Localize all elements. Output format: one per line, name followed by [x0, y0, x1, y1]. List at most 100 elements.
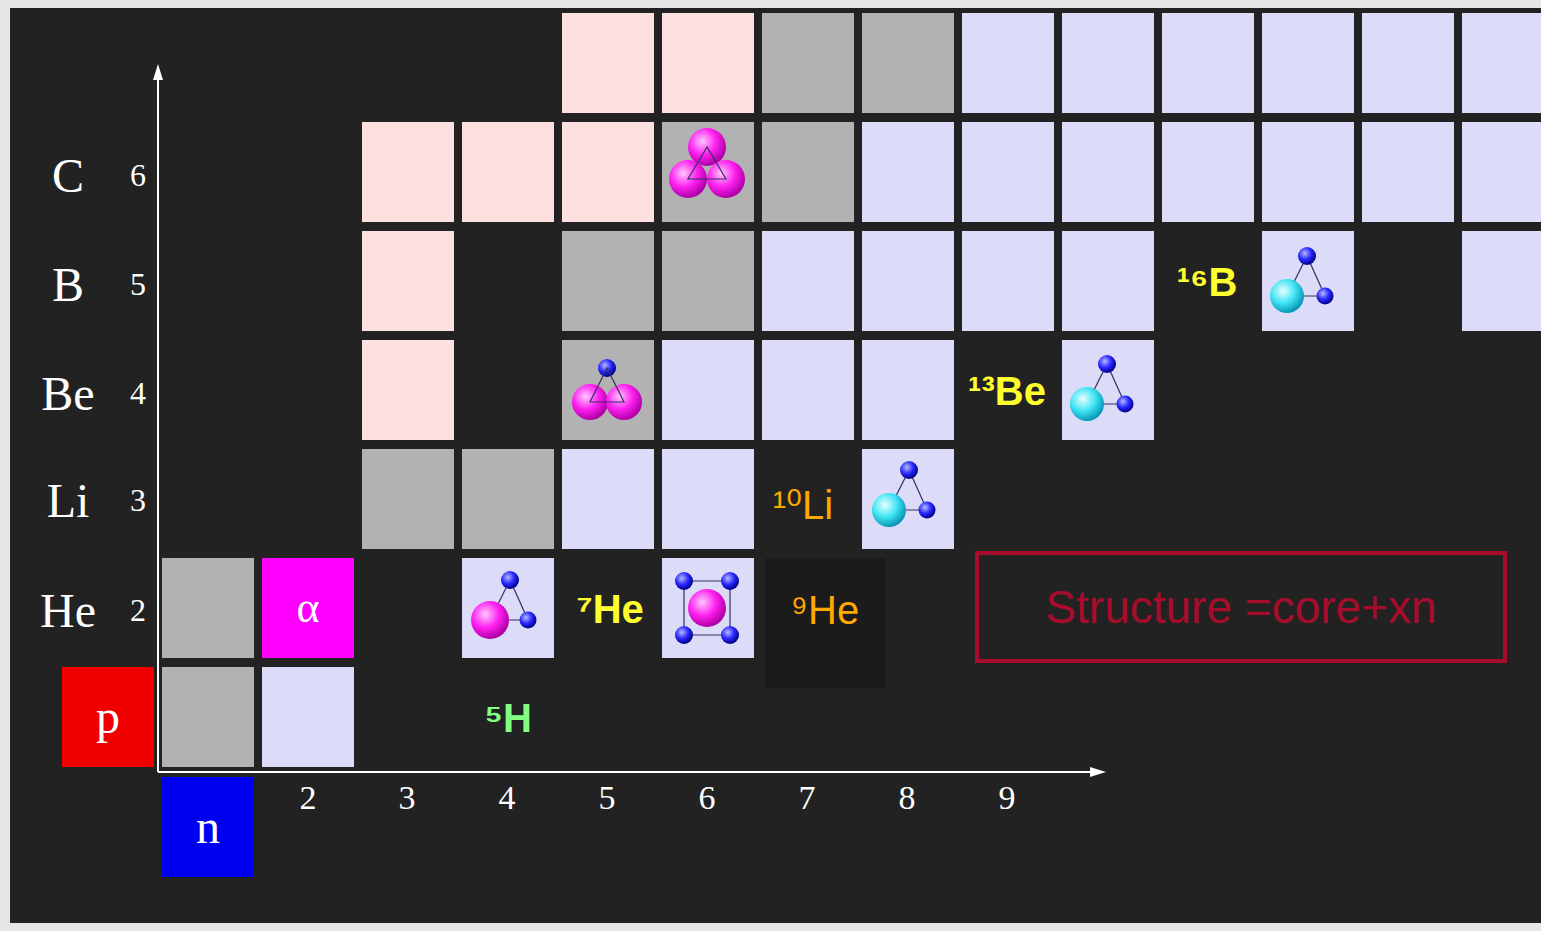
nuclide-cell	[862, 449, 954, 549]
cluster-figure	[1270, 247, 1334, 313]
nuclide-cell	[1062, 13, 1154, 113]
cluster-figure	[572, 359, 642, 420]
n-axis	[158, 771, 1092, 773]
neutron-ball	[1298, 247, 1316, 265]
z-axis	[157, 76, 159, 772]
nuclide-cell	[862, 13, 954, 113]
nuclide-cell	[762, 13, 854, 113]
neutron-number: 8	[899, 779, 916, 817]
cluster-figure	[675, 572, 739, 644]
nuclide-cell	[262, 667, 354, 767]
neutron-ball	[900, 461, 918, 479]
neutron-number: 5	[599, 779, 616, 817]
nuclide-cell	[562, 13, 654, 113]
element-symbol: Be	[41, 366, 94, 421]
nuclide-cell	[1462, 13, 1541, 113]
axes	[153, 64, 1106, 777]
neutron-cell: n	[162, 777, 254, 877]
node-text: p	[96, 691, 120, 744]
node-text: ⁹He	[791, 588, 859, 632]
nuclide-cell	[662, 231, 754, 331]
axis-arrowhead	[1090, 767, 1106, 777]
core-ball	[872, 493, 906, 527]
neutron-ball	[501, 571, 519, 589]
nuclide-cell	[1362, 122, 1454, 222]
node-text: n	[196, 801, 220, 854]
element-symbol: C	[52, 148, 84, 203]
alpha-ball	[688, 589, 726, 627]
neutron-number: 6	[699, 779, 716, 817]
cluster-figure	[872, 461, 936, 527]
nuclide-cell	[462, 558, 554, 658]
neutron-ball	[520, 612, 537, 629]
nuclide-cell	[862, 231, 954, 331]
proton-number: 6	[130, 157, 146, 194]
alpha-cell: α	[262, 558, 354, 658]
nuclide-cell	[1162, 13, 1254, 113]
proton-number: 2	[130, 592, 146, 629]
nuclide-cell	[662, 122, 754, 222]
nuclide-cell	[362, 231, 454, 331]
bond-lines	[688, 147, 726, 179]
neutron-number: 3	[399, 779, 416, 817]
cluster-pictures	[471, 128, 1334, 644]
nuclide-cell	[562, 231, 654, 331]
nuclide-cell	[1162, 122, 1254, 222]
axis-arrowhead	[153, 64, 163, 80]
element-symbol: He	[40, 583, 96, 638]
neutron-ball	[1098, 355, 1116, 373]
nuclide-cell	[662, 13, 754, 113]
node-text: α	[296, 584, 319, 632]
neutron-number: 4	[499, 779, 516, 817]
nuclide-cell	[762, 122, 854, 222]
nuclide-label: ⁷He	[576, 587, 644, 632]
nuclide-cell	[562, 449, 654, 549]
bond-lines	[684, 581, 730, 635]
nuclide-cell	[1262, 122, 1354, 222]
nuclide-label: ¹⁶B	[1177, 260, 1238, 305]
nuclide-cell	[1062, 340, 1154, 440]
nuclide-label: ¹³Be	[968, 369, 1046, 414]
neutron-ball	[721, 572, 739, 590]
nuclide-cell	[862, 340, 954, 440]
nuclide-cell	[662, 340, 754, 440]
note-box: Structure =core+xn	[975, 551, 1507, 663]
alpha-ball	[471, 601, 509, 639]
neutron-ball	[675, 572, 693, 590]
nuclide-cell	[662, 449, 754, 549]
nuclide-cell	[862, 122, 954, 222]
nuclide-label: ¹⁰Li	[773, 482, 834, 528]
nuclide-cell	[1062, 122, 1154, 222]
nuclide-cell	[1262, 13, 1354, 113]
nuclide-cell	[962, 122, 1054, 222]
cluster-figure	[1070, 355, 1134, 421]
core-ball	[1070, 387, 1104, 421]
proton-number: 4	[130, 375, 146, 412]
nuclide-cell	[1462, 231, 1541, 331]
nuclide-cell	[562, 122, 654, 222]
proton-number: 5	[130, 266, 146, 303]
nuclide-cell	[562, 340, 654, 440]
nuclide-cell	[362, 122, 454, 222]
cluster-figure	[669, 128, 745, 198]
nuclide-cell	[762, 231, 854, 331]
element-symbol: B	[52, 257, 84, 312]
core-ball	[1270, 279, 1304, 313]
neutron-ball	[675, 626, 693, 644]
nuclide-cell	[362, 449, 454, 549]
nuclide-cell	[962, 231, 1054, 331]
nuclide-cell	[462, 122, 554, 222]
bond-lines	[590, 368, 624, 402]
nuclide-cell	[662, 558, 754, 658]
nuclide-cell	[462, 449, 554, 549]
neutron-number: 2	[300, 779, 317, 817]
neutron-number: 9	[999, 779, 1016, 817]
nuclide-label: ⁵H	[484, 696, 532, 741]
nuclide-cell	[362, 340, 454, 440]
neutron-ball	[1317, 288, 1334, 305]
nuclide-cell	[1262, 231, 1354, 331]
dark-ground	[10, 8, 1541, 923]
proton-cell: p	[62, 667, 154, 767]
nuclide-cell	[162, 667, 254, 767]
